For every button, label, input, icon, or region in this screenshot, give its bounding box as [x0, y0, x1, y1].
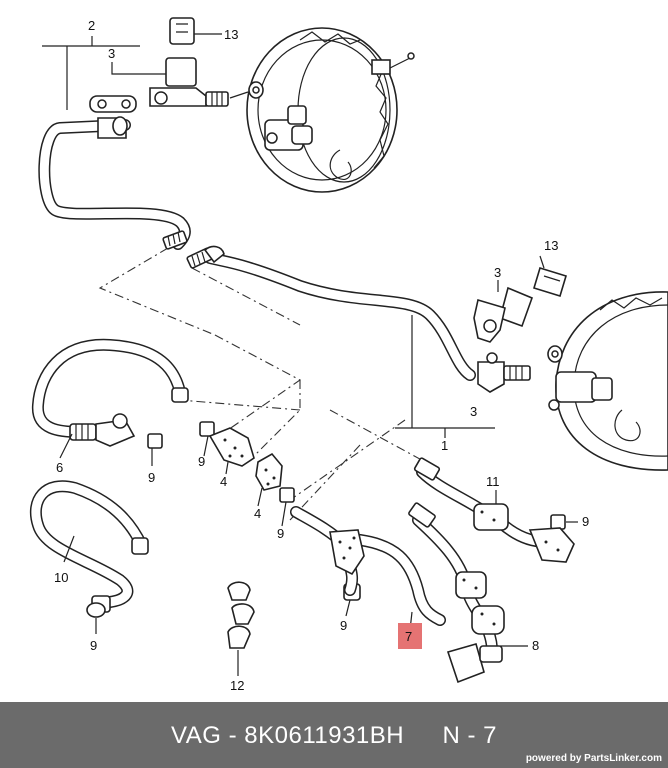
hose-8: [408, 502, 505, 684]
callout-1[interactable]: 1: [441, 438, 448, 453]
hose-10: [29, 480, 149, 613]
hose-6: [31, 338, 189, 447]
check-valve-right: [473, 266, 567, 393]
callout-labels: 2 3 13 13 3 3 1 6 9 9 4 4 9 11 9 10 9 9 …: [54, 18, 589, 693]
callout-10[interactable]: 10: [54, 570, 68, 585]
callout-8[interactable]: 8: [532, 638, 539, 653]
hose-7: [290, 506, 446, 626]
callout-6[interactable]: 6: [56, 460, 63, 475]
highlight-box: [398, 623, 422, 649]
vacuum-line-upper: [38, 119, 476, 381]
diagram-position: N - 7: [442, 722, 497, 749]
callout-11[interactable]: 11: [486, 474, 500, 489]
callout-3[interactable]: 3: [470, 404, 477, 419]
reference-lines: [98, 247, 441, 521]
elbow-fittings-4: [208, 427, 283, 491]
callout-9[interactable]: 9: [90, 638, 97, 653]
callout-9[interactable]: 9: [277, 526, 284, 541]
brake-booster-top: [246, 27, 415, 193]
callout-9[interactable]: 9: [148, 470, 155, 485]
callout-4[interactable]: 4: [254, 506, 261, 521]
callout-9[interactable]: 9: [582, 514, 589, 529]
brake-booster-right: [547, 291, 668, 471]
parts-diagram: 2 3 13 13 3 3 1 6 9 9 4 4 9 11 9 10 9 9 …: [29, 17, 668, 693]
callout-9[interactable]: 9: [340, 618, 347, 633]
clips-12: [227, 581, 255, 649]
callout-9[interactable]: 9: [198, 454, 205, 469]
part-number: 8K0611931BH: [244, 722, 405, 749]
callout-3[interactable]: 3: [108, 46, 115, 61]
callout-13[interactable]: 13: [224, 27, 238, 42]
callout-13[interactable]: 13: [544, 238, 558, 253]
part-title: VAG - 8K0611931BH N - 7: [0, 722, 668, 750]
check-valve-top: [89, 17, 249, 139]
callout-7[interactable]: 7: [405, 629, 412, 644]
hose-11: [413, 457, 575, 563]
separator: -: [228, 722, 238, 749]
footer-bar: VAG - 8K0611931BH N - 7 powered by Parts…: [0, 702, 668, 768]
callout-12[interactable]: 12: [230, 678, 244, 693]
callout-2[interactable]: 2: [88, 18, 95, 33]
callout-3[interactable]: 3: [494, 265, 501, 280]
brand-label: VAG: [171, 722, 222, 749]
powered-by-link[interactable]: powered by PartsLinker.com: [525, 753, 662, 764]
clamps: [86, 421, 566, 618]
callout-4[interactable]: 4: [220, 474, 227, 489]
leader-lines: [42, 33, 578, 676]
